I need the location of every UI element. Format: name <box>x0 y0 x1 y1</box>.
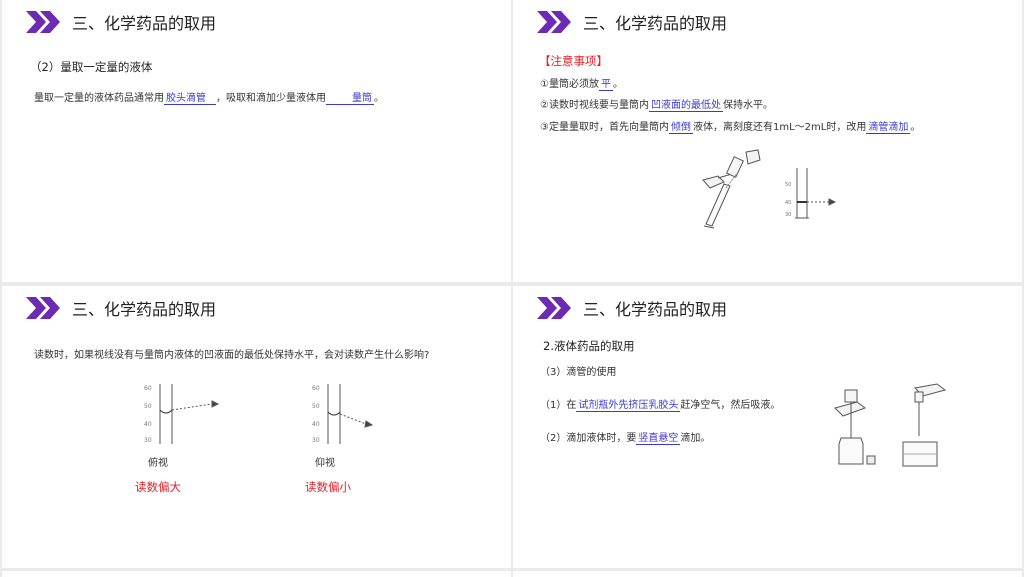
slide-measure-liquid: 三、化学药品的取用 （2）量取一定量的液体 量取一定量的液体药品通常用胶头滴管，… <box>2 0 511 282</box>
dropper-step-2: （2）滴加液体时，要竖直悬空滴加。 <box>540 429 710 445</box>
looking-down-cylinder-diagram: 60 50 40 30 <box>144 384 220 444</box>
precaution-text: ③定量量取时，首先向量筒内 <box>540 122 669 133</box>
looking-down-caption: 俯视 <box>148 458 168 469</box>
step-text: 滴加。 <box>680 433 711 444</box>
scale-label: 50 <box>785 182 791 188</box>
sentence-text: ，吸取和滴加少量液体用 <box>216 93 326 104</box>
scale-label: 40 <box>312 421 320 428</box>
slide-dropper-usage: 三、化学药品的取用 2.液体药品的取用 （3）滴管的使用 （1）在试剂瓶外先挤压… <box>513 286 1022 568</box>
item-heading: （3）滴管的使用 <box>540 367 617 378</box>
section-subtitle: （2）量取一定量的液体 <box>30 60 153 74</box>
precaution-text: 。 <box>910 122 921 133</box>
fill-blank-sentence: 量取一定量的液体药品通常用胶头滴管，吸取和滴加少量液体用量筒。 <box>34 89 384 105</box>
dropper-step-1: （1）在试剂瓶外先挤压乳胶头赶净空气，然后吸液。 <box>540 396 780 412</box>
precaution-text: ②读数时视线要与量筒内 <box>540 100 649 111</box>
sentence-text: 量取一定量的液体药品通常用 <box>34 93 164 104</box>
looking-up-caption: 仰视 <box>315 458 335 469</box>
sentence-text: 。 <box>374 93 384 104</box>
next-slide-edge <box>2 571 511 577</box>
answer-blank: 竖直悬空 <box>636 433 681 445</box>
double-chevron-icon <box>537 297 571 319</box>
answer-blank: 滴管滴加 <box>866 122 911 134</box>
slide-precautions: 三、化学药品的取用 【注意事项】 ①量筒必须放平。 ②读数时视线要与量筒内凹液面… <box>513 0 1022 282</box>
section-subtitle: 2.液体药品的取用 <box>543 339 635 353</box>
scale-label: 60 <box>144 385 152 392</box>
double-chevron-icon <box>537 11 571 33</box>
slide-title: 三、化学药品的取用 <box>72 14 217 33</box>
dropper-in-bottle-illustration <box>834 389 876 465</box>
scale-label: 50 <box>144 403 152 410</box>
slide-header: 三、化学药品的取用 <box>26 296 216 320</box>
slide-title: 三、化学药品的取用 <box>583 14 728 33</box>
slide-reading-error: 三、化学药品的取用 读数时，如果视线没有与量筒内液体的凹液面的最低处保持水平，会… <box>2 286 511 568</box>
answer-blank: 平 <box>598 79 613 91</box>
pouring-liquid-illustration <box>702 149 761 229</box>
precaution-text: 保持水平。 <box>722 100 773 111</box>
answer-blank: 试剂瓶外先挤压乳胶头 <box>576 400 681 412</box>
slide-header: 三、化学药品的取用 <box>537 296 727 320</box>
step-text: （1）在 <box>540 400 577 411</box>
scale-label: 40 <box>785 200 791 206</box>
precaution-3: ③定量量取时，首先向量筒内倾倒液体，离刻度还有1mL～2mL时，改用滴管滴加。 <box>540 118 920 134</box>
scale-label: 30 <box>312 437 320 444</box>
double-chevron-icon <box>26 11 60 33</box>
slide-title: 三、化学药品的取用 <box>72 300 217 319</box>
answer-blank: 胶头滴管 <box>164 93 216 105</box>
precaution-text: 。 <box>612 79 623 90</box>
dropping-into-beaker-illustration <box>902 383 947 467</box>
graduated-cylinder-eye-level-diagram: 50 40 30 <box>785 168 837 219</box>
step-text: （2）滴加液体时，要 <box>540 433 637 444</box>
answer-blank: 倾倒 <box>668 122 693 134</box>
precautions-heading: 【注意事项】 <box>539 54 608 68</box>
double-chevron-icon <box>26 297 60 319</box>
scale-label: 60 <box>312 385 320 392</box>
next-slide-edge <box>513 571 1022 577</box>
precaution-text: ①量筒必须放 <box>540 79 599 90</box>
slide-header: 三、化学药品的取用 <box>537 10 727 34</box>
looking-down-result: 读数偏大 <box>135 480 181 494</box>
step-text: 赶净空气，然后吸液。 <box>680 400 781 411</box>
answer-blank: 量筒 <box>326 93 374 105</box>
question-text: 读数时，如果视线没有与量筒内液体的凹液面的最低处保持水平，会对读数产生什么影响? <box>34 350 430 361</box>
answer-blank: 凹液面的最低处 <box>648 100 723 112</box>
scale-label: 30 <box>144 437 152 444</box>
scale-label: 50 <box>312 403 320 410</box>
scale-label: 30 <box>785 212 791 218</box>
slide-title: 三、化学药品的取用 <box>583 300 728 319</box>
looking-up-cylinder-diagram: 60 50 40 30 <box>312 384 374 444</box>
slide-header: 三、化学药品的取用 <box>26 10 216 34</box>
precaution-1: ①量筒必须放平。 <box>540 75 623 91</box>
precaution-text: 液体，离刻度还有1mL～2mL时，改用 <box>692 122 867 133</box>
looking-up-result: 读数偏小 <box>305 480 351 494</box>
scale-label: 40 <box>144 421 152 428</box>
precaution-2: ②读数时视线要与量筒内凹液面的最低处保持水平。 <box>540 96 773 112</box>
